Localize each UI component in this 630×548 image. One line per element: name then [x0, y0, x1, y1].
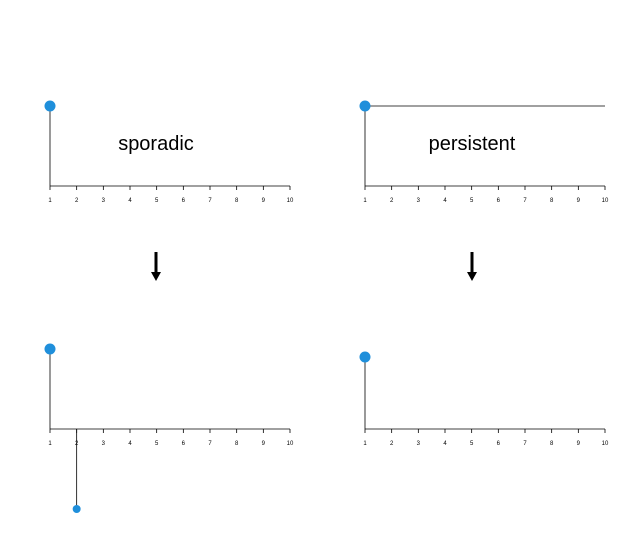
tick-label: 3: [102, 441, 106, 447]
tick-label: 5: [155, 198, 159, 204]
tick-label: 1: [363, 441, 367, 447]
tick-label: 4: [443, 441, 447, 447]
tick-label: 1: [48, 198, 52, 204]
tick-label: 4: [128, 441, 132, 447]
panel-bottom-right: 1 2 3 4 5 6 7 8 9 10: [359, 351, 609, 447]
label-persistent: persistent: [429, 133, 516, 155]
tick-label: 9: [262, 441, 266, 447]
tick-label: 4: [128, 198, 132, 204]
tick-label: 2: [390, 198, 394, 204]
tick-label: 9: [262, 198, 266, 204]
data-point: [359, 100, 371, 112]
tick-label: 2: [390, 441, 394, 447]
tick-label: 8: [550, 198, 554, 204]
tick-label: 3: [102, 198, 106, 204]
tick-label: 5: [470, 441, 474, 447]
data-point: [44, 343, 56, 355]
tick-label: 9: [577, 198, 581, 204]
tick-label: 7: [523, 441, 527, 447]
tick-label: 10: [287, 441, 294, 447]
tick-label: 7: [208, 198, 212, 204]
panel-top-left: 1 2 3 4 5 6 7 8 9 10: [44, 100, 294, 204]
label-sporadic: sporadic: [118, 133, 194, 155]
tick-label: 7: [523, 198, 527, 204]
tick-label: 9: [577, 441, 581, 447]
data-point: [359, 351, 371, 363]
tick-label: 10: [602, 198, 609, 204]
tick-label: 6: [497, 441, 501, 447]
tick-label: 6: [497, 198, 501, 204]
tick-label: 3: [417, 198, 421, 204]
tick-label: 1: [363, 198, 367, 204]
tick-label: 7: [208, 441, 212, 447]
tick-label: 3: [417, 441, 421, 447]
tick-label: 6: [182, 441, 186, 447]
tick-label: 10: [602, 441, 609, 447]
tick-label: 6: [182, 198, 186, 204]
arrow-left-down: [151, 252, 161, 281]
tick-label: 2: [75, 198, 79, 204]
tick-label: 10: [287, 198, 294, 204]
tick-label: 1: [48, 441, 52, 447]
data-point: [72, 505, 81, 513]
tick-label: 4: [443, 198, 447, 204]
data-point: [44, 100, 56, 112]
panel-top-right: 1 2 3 4 5 6 7 8 9 10: [359, 100, 609, 204]
tick-label: 8: [235, 198, 239, 204]
tick-label: 8: [235, 441, 239, 447]
tick-label: 8: [550, 441, 554, 447]
tick-label: 5: [470, 198, 474, 204]
arrow-right-down: [467, 252, 477, 281]
tick-label: 5: [155, 441, 159, 447]
